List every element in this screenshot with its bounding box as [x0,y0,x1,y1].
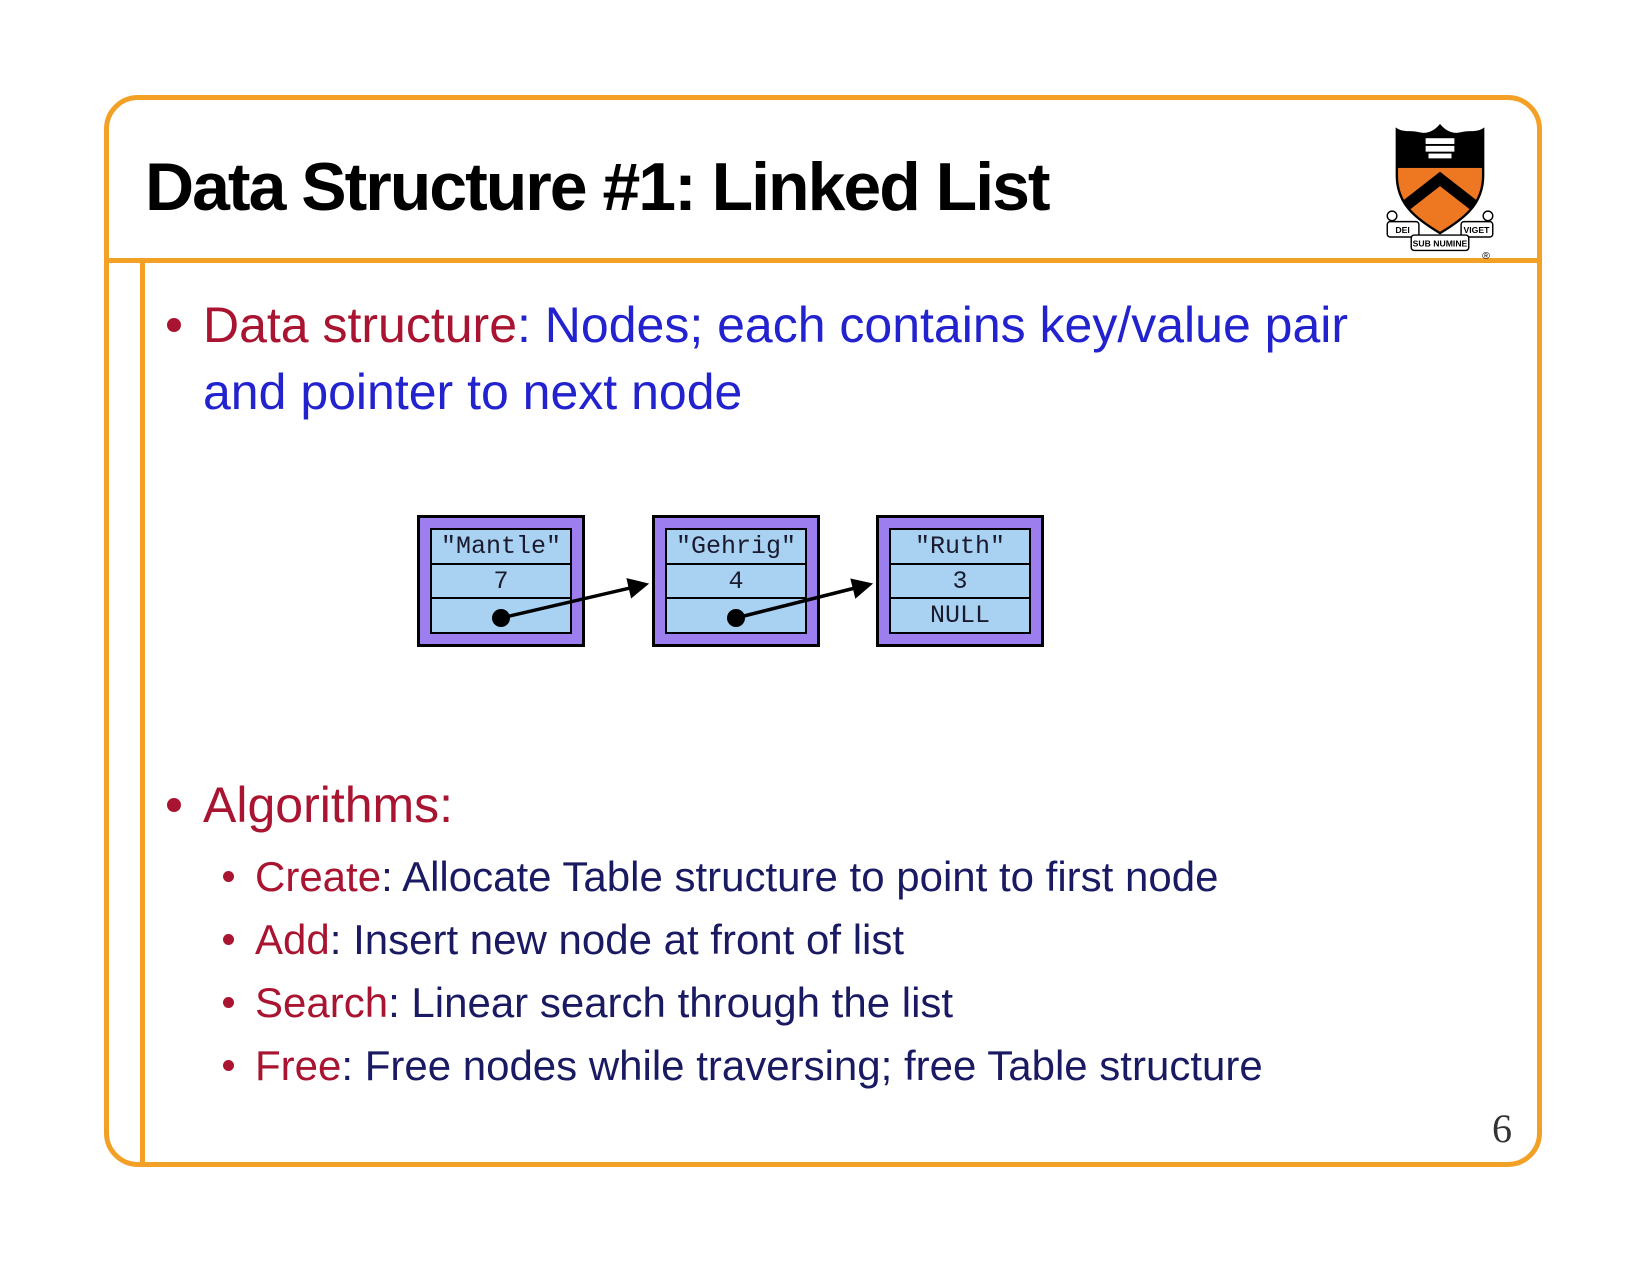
princeton-shield-logo: DEI VIGET SUB NUMINE ® [1386,123,1494,260]
shield-chevron [1396,171,1484,220]
node-pointer: NULL [891,597,1029,632]
bullet-dot [167,318,181,332]
title-divider-line [109,258,1537,263]
list-node-gehrig: "Gehrig" 4 [652,515,820,647]
bullet-dot [223,1060,234,1071]
item-lead: Search [255,979,389,1026]
list-item-free: Free: Free nodes while traversing; free … [221,1034,1511,1097]
list-node-ruth: "Ruth" 3 NULL [876,515,1044,647]
item-text: : Allocate Table structure to point to f… [381,853,1219,900]
item-lead: Create [255,853,382,900]
list-node-mantle: "Mantle" 7 [417,515,585,647]
node-value: 4 [667,562,805,598]
shield-book [1425,138,1455,159]
slide-frame: Data Structure #1: Linked List DEI VIGET… [104,95,1542,1167]
algorithm-list: Create: Allocate Table structure to poin… [221,845,1511,1097]
item-lead: Free [255,1042,342,1089]
motto-right: VIGET [1463,225,1490,235]
left-accent-line [140,258,145,1162]
node-pointer [432,597,570,632]
bullet-lead: Algorithms: [203,777,454,833]
bullet-dot [223,871,234,882]
bullet-dot [167,798,181,812]
registered-mark: ® [1482,250,1490,260]
node-value: 3 [891,562,1029,598]
item-text: : Free nodes while traversing; free Tabl… [341,1042,1263,1089]
node-pointer [667,597,805,632]
list-item-create: Create: Allocate Table structure to poin… [221,845,1511,908]
motto-center: SUB NUMINE [1413,239,1468,249]
page-title: Data Structure #1: Linked List [145,149,1051,225]
node-key: "Gehrig" [675,531,797,561]
linked-list-diagram: "Mantle" 7 "Gehrig" 4 "Ruth" 3 NULL [417,515,1049,649]
page-number: 6 [1492,1106,1512,1151]
bullet-dot [223,934,234,945]
node-key: "Mantle" [440,531,562,561]
bullet-data-structure: Data structure: Nodes; each contains key… [165,292,1383,426]
bullet-lead: Data structure [203,297,518,353]
bullet-text: : Nodes; each contains key/value pair an… [203,297,1349,420]
node-key: "Ruth" [914,531,1005,561]
motto-left: DEI [1395,225,1409,235]
bullet-dot [223,997,234,1008]
item-text: : Insert new node at front of list [329,916,905,963]
motto-banner: DEI VIGET SUB NUMINE ® [1386,210,1494,260]
item-lead: Add [255,916,330,963]
list-item-add: Add: Insert new node at front of list [221,908,1511,971]
list-item-search: Search: Linear search through the list [221,971,1511,1034]
item-text: : Linear search through the list [388,979,954,1026]
node-value: 7 [432,562,570,598]
bullet-algorithms: Algorithms: [165,772,1383,839]
